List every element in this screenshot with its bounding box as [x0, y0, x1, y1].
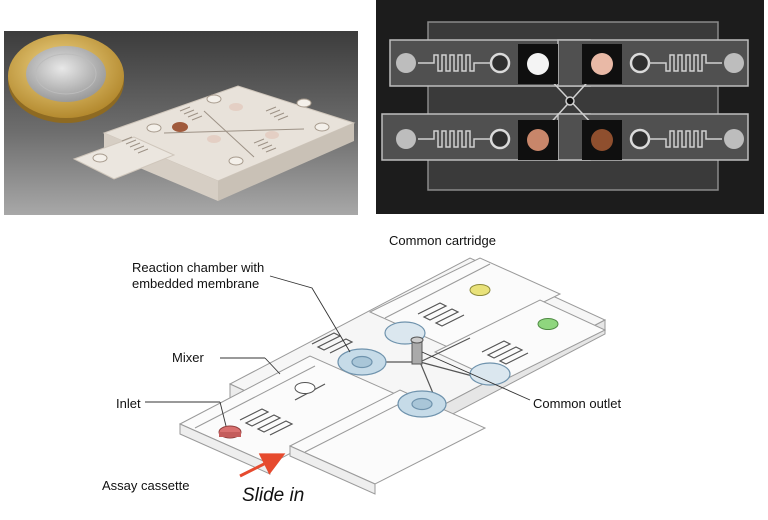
- photo-device-top-view-drawing: [376, 0, 764, 214]
- label-common-outlet: Common outlet: [533, 396, 622, 411]
- label-assay-cassette: Assay cassette: [102, 478, 190, 493]
- photo-device-with-coin-drawing: [4, 31, 358, 215]
- label-slide-in: Slide in: [242, 485, 305, 506]
- photo-device-with-coin: [4, 31, 358, 215]
- label-common-cartridge: Common cartridge: [389, 233, 496, 248]
- cartridge-schematic-drawing: [145, 257, 607, 495]
- label-mixer: Mixer: [172, 350, 204, 365]
- label-inlet: Inlet: [116, 396, 141, 411]
- cartridge-schematic: [100, 228, 680, 515]
- photo-device-top-view: [376, 0, 764, 214]
- label-reaction-chamber: Reaction chamber with embedded membrane: [132, 260, 265, 291]
